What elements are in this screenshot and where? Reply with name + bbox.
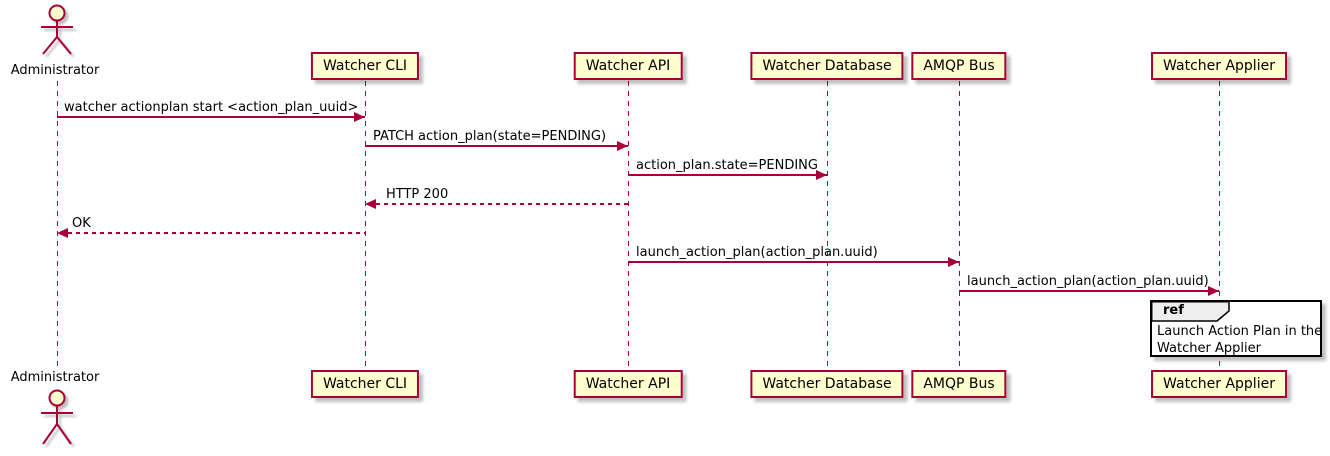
message-line: [628, 174, 827, 176]
arrowhead-icon: [948, 257, 959, 267]
participant-watcher-api-top: Watcher API: [573, 52, 683, 80]
message-label: watcher actionplan start <action_plan_uu…: [64, 100, 359, 115]
message-label: PATCH action_plan(state=PENDING): [373, 129, 607, 144]
message-label: launch_action_plan(action_plan.uuid): [967, 274, 1209, 289]
participant-watcher-cli-bottom: Watcher CLI: [310, 370, 420, 398]
message-label: action_plan.state=PENDING: [636, 158, 818, 173]
arrowhead-icon: [617, 141, 628, 151]
actor-label-bottom: Administrator: [10, 370, 100, 385]
message-label: HTTP 200: [386, 187, 449, 202]
ref-text-line1: Launch Action Plan in the: [1157, 324, 1323, 339]
actor-icon: [41, 4, 73, 55]
message-line: [368, 203, 628, 205]
message-line: [365, 145, 628, 147]
ref-text: Launch Action Plan in the Watcher Applie…: [1157, 323, 1322, 357]
lifeline-watcher-api: [628, 81, 629, 370]
participant-watcher-cli-top: Watcher CLI: [310, 52, 420, 80]
message-label: launch_action_plan(action_plan.uuid): [636, 245, 878, 260]
lifeline-watcher-applier: [1219, 81, 1220, 370]
message-line: [628, 261, 959, 263]
ref-fragment: ref Launch Action Plan in the Watcher Ap…: [1150, 300, 1322, 357]
participant-amqp-bus-top: AMQP Bus: [911, 52, 1007, 80]
arrowhead-icon: [57, 228, 68, 238]
message-line: [60, 232, 365, 234]
message-line: [959, 290, 1219, 292]
participant-watcher-database-top: Watcher Database: [750, 52, 904, 80]
message-line: [57, 116, 365, 118]
participant-watcher-applier-bottom: Watcher Applier: [1151, 370, 1287, 398]
participant-watcher-applier-top: Watcher Applier: [1151, 52, 1287, 80]
arrowhead-icon: [365, 199, 376, 209]
ref-keyword: ref: [1163, 303, 1184, 318]
ref-header-shape: [1151, 301, 1230, 322]
participant-watcher-database-bottom: Watcher Database: [750, 370, 904, 398]
lifeline-watcher-database: [827, 81, 828, 370]
participant-amqp-bus-bottom: AMQP Bus: [911, 370, 1007, 398]
actor-icon: [41, 389, 73, 445]
arrowhead-icon: [816, 170, 827, 180]
lifeline-amqp-bus: [959, 81, 960, 370]
ref-text-line2: Watcher Applier: [1157, 341, 1261, 356]
lifeline-watcher-cli: [365, 81, 366, 370]
arrowhead-icon: [354, 112, 365, 122]
actor-label-top: Administrator: [10, 63, 100, 78]
message-label: OK: [72, 216, 91, 231]
arrowhead-icon: [1208, 286, 1219, 296]
participant-watcher-api-bottom: Watcher API: [573, 370, 683, 398]
lifeline-administrator: [57, 81, 58, 370]
